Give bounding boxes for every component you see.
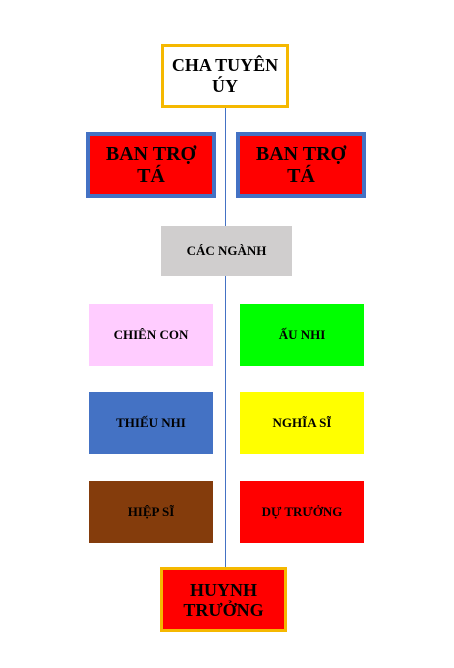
node-cha-tuyen-uy-line1: CHA TUYÊN [171,55,279,75]
node-ban-tro-ta-left-line2: TÁ [137,165,165,187]
vertical-connector-line [225,108,226,567]
node-ban-tro-ta-right-line2: TÁ [287,165,315,187]
node-du-truong-label: DỰ TRƯỞNG [261,504,343,519]
node-thieu-nhi: THIẾU NHI [89,392,213,454]
node-cha-tuyen-uy: CHA TUYÊN ÚY [161,44,289,108]
node-nghia-si: NGHĨA SĨ [240,392,364,454]
node-huynh-truong-line2: TRƯỞNG [183,599,264,620]
node-ban-tro-ta-left-line1: BAN TRỢ [105,143,197,165]
node-chien-con: CHIÊN CON [89,304,213,366]
node-hiep-si-label: HIỆP SĨ [127,504,175,519]
node-du-truong: DỰ TRƯỞNG [240,481,364,543]
node-chien-con-label: CHIÊN CON [113,327,189,342]
node-nghia-si-label: NGHĨA SĨ [272,415,332,430]
node-cac-nganh-label: CÁC NGÀNH [186,243,267,258]
node-cha-tuyen-uy-line2: ÚY [211,76,238,96]
node-ban-tro-ta-right-line1: BAN TRỢ [255,143,347,165]
node-huynh-truong-line1: HUYNH [190,579,257,600]
node-hiep-si: HIỆP SĨ [89,481,213,543]
node-au-nhi: ẤU NHI [240,304,364,366]
node-thieu-nhi-label: THIẾU NHI [116,415,186,430]
node-au-nhi-label: ẤU NHI [278,327,326,342]
node-cac-nganh: CÁC NGÀNH [161,226,292,276]
node-huynh-truong: HUYNH TRƯỞNG [160,567,287,632]
node-ban-tro-ta-left: BAN TRỢ TÁ [86,132,216,198]
node-ban-tro-ta-right: BAN TRỢ TÁ [236,132,366,198]
